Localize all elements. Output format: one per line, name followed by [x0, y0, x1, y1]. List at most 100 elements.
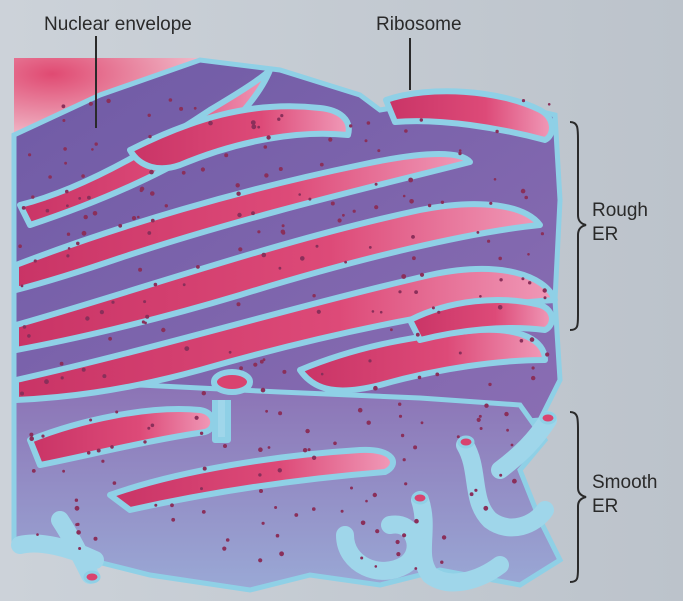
tubule-end — [459, 437, 473, 447]
ribosome-dot — [237, 302, 241, 306]
ribosome-dot — [226, 538, 230, 542]
ribosome-dot — [132, 216, 136, 220]
ribosome-label: Ribosome — [376, 14, 462, 35]
ribosome-dot — [367, 121, 371, 125]
ribosome-dot — [258, 473, 261, 476]
ribosome-dot — [36, 533, 39, 536]
ribosome-dot — [320, 163, 324, 167]
ribosome-dot — [548, 103, 551, 106]
ribosome-dot — [479, 295, 482, 298]
ribosome-dot — [375, 565, 378, 568]
ribosome-dot — [409, 199, 414, 204]
ribosome-dot — [251, 120, 256, 125]
ribosome-dot — [331, 202, 335, 206]
ribosome-dot — [137, 216, 140, 219]
ribosome-dot — [257, 126, 260, 129]
ribosome-dot — [251, 211, 255, 215]
ribosome-dot — [432, 306, 435, 309]
ribosome-dot — [435, 373, 439, 377]
ribosome-dot — [312, 456, 316, 460]
ribosome-dot — [165, 204, 168, 207]
ribosome-dot — [258, 558, 262, 562]
ribosome-dot — [512, 479, 517, 484]
ribosome-dot — [278, 411, 282, 415]
ribosome-dot — [375, 183, 378, 186]
ribosome-dot — [161, 328, 165, 332]
ribosome-dot — [265, 410, 268, 413]
ribosome-dot — [151, 219, 155, 223]
ribosome-dot — [78, 547, 81, 550]
ribosome-dot — [437, 311, 440, 314]
ribosome-dot — [101, 460, 104, 463]
ribosome-dot — [401, 434, 404, 437]
ribosome-dot — [32, 469, 36, 473]
ribosome-dot — [506, 429, 509, 432]
ribosome-dot — [404, 482, 407, 485]
ribosome-dot — [401, 274, 406, 279]
ribosome-dot — [222, 547, 226, 551]
ribosome-dot — [62, 470, 65, 473]
ribosome-dot — [411, 235, 415, 239]
ribosome-dot — [67, 233, 70, 236]
ribosome-dot — [22, 206, 26, 210]
ribosome-dot — [145, 315, 149, 319]
ribosome-dot — [262, 253, 267, 258]
ribosome-dot — [390, 328, 393, 331]
ribosome-dot — [441, 201, 444, 204]
ribosome-dot — [111, 301, 114, 304]
ribosome-dot — [257, 230, 260, 233]
ribosome-dot — [113, 481, 117, 485]
ribosome-dot — [34, 259, 37, 262]
ribosome-dot — [76, 523, 79, 526]
ribosome-dot — [108, 337, 112, 341]
ribosome-dot — [305, 429, 309, 433]
ribosome-dot — [91, 148, 94, 151]
ribosome-dot — [321, 373, 324, 376]
ribosome-dot — [360, 557, 363, 560]
ribosome-dot — [522, 99, 525, 102]
ribosome-dot — [21, 285, 24, 288]
ribosome-dot — [97, 449, 101, 453]
ribosome-dot — [200, 487, 203, 490]
ribosome-dot — [414, 290, 418, 294]
ribosome-dot — [142, 320, 145, 323]
ribosome-dot — [308, 448, 311, 451]
ribosome-dot — [416, 333, 420, 337]
ribosome-dot — [87, 196, 91, 200]
ribosome-dot — [530, 337, 535, 342]
ribosome-dot — [261, 388, 266, 393]
ribosome-dot — [333, 442, 337, 446]
ribosome-dot — [495, 130, 498, 133]
ribosome-dot — [239, 366, 243, 370]
ribosome-dot — [179, 107, 183, 111]
ribosome-dot — [372, 310, 375, 313]
ribosome-dot — [459, 149, 462, 152]
ribosome-dot — [398, 403, 401, 406]
ribosome-dot — [202, 391, 206, 395]
ribosome-dot — [63, 147, 67, 151]
ribosome-dot — [442, 535, 446, 539]
ribosome-dot — [303, 448, 307, 452]
ribosome-dot — [498, 305, 503, 310]
ribosome-dot — [279, 551, 284, 556]
ribosome-dot — [64, 162, 67, 165]
ribosome-dot — [263, 358, 266, 361]
ribosome-dot — [459, 352, 462, 355]
ribosome-dot — [504, 412, 508, 416]
ribosome-dot — [532, 366, 535, 369]
ribosome-dot — [78, 197, 81, 200]
tubule-end — [541, 413, 555, 423]
ribosome-dot — [76, 242, 80, 246]
ribosome-dot — [369, 246, 372, 249]
ribosome-dot — [66, 254, 69, 257]
ribosome-dot — [402, 533, 406, 537]
ribosome-dot — [353, 210, 356, 213]
ribosome-dot — [62, 104, 66, 108]
ribosome-dot — [148, 114, 151, 117]
ribosome-dot — [368, 359, 371, 362]
ribosome-dot — [408, 178, 413, 183]
ribosome-dot — [75, 499, 78, 502]
ribosome-dot — [312, 507, 316, 511]
ribosome-dot — [41, 435, 44, 438]
ribosome-dot — [183, 283, 186, 286]
